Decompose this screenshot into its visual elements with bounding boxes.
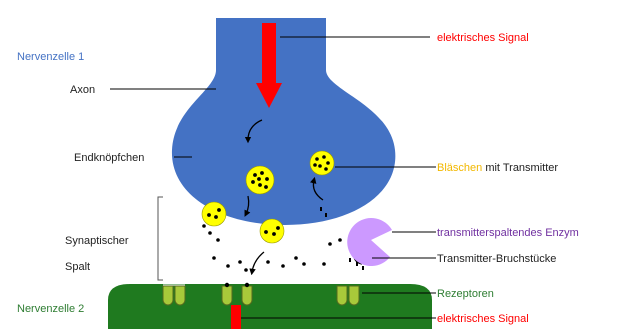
label-vesicles: Bläschen mit Transmitter [437,162,558,174]
label-electric-signal-top: elektrisches Signal [437,32,529,44]
label-vesicles-word: Bläschen [437,162,482,174]
signal-bar-bottom [231,305,241,329]
synaptic-cleft-bracket [158,197,163,280]
signal-arrow-shaft [262,23,276,83]
presynaptic-neuron [172,18,395,225]
postsynaptic-neuron [108,284,432,329]
vesicle [310,151,334,175]
vesicle [260,219,284,243]
label-end-bulb: Endknöpfchen [74,152,144,164]
label-receptors: Rezeptoren [437,288,494,300]
curved-arrow-3 [252,252,264,272]
label-nerve-cell-2: Nervenzelle 2 [17,303,84,315]
label-synaptic-cleft-line2: Spalt [65,261,90,273]
label-enzyme: transmitterspaltendes Enzym [437,227,579,239]
label-fragments: Transmitter-Bruchstücke [437,253,556,265]
label-axon: Axon [70,84,95,96]
label-electric-signal-bottom: elektrisches Signal [437,313,529,325]
label-vesicles-rest: mit Transmitter [482,162,558,174]
label-nerve-cell-1: Nervenzelle 1 [17,51,84,63]
vesicle [246,166,274,194]
label-synaptic-cleft-line1: Synaptischer [65,235,129,247]
vesicle [202,202,226,226]
